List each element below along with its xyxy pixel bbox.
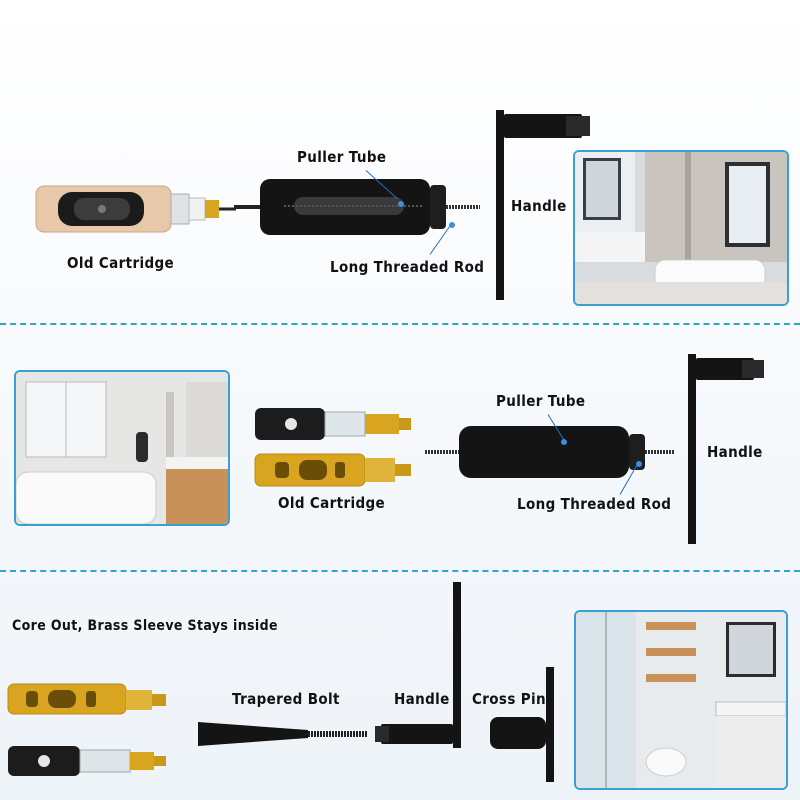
old-cartridge-tan-image [35, 185, 236, 233]
handle-label-3: Handle [394, 690, 450, 708]
bathroom-photo-1 [573, 150, 789, 306]
long-threaded-rod-label: Long Threaded Rod [330, 258, 485, 276]
core-cartridge-image [8, 746, 166, 776]
divider-1 [0, 323, 800, 325]
old-cartridge-label: Old Cartridge [67, 254, 175, 272]
old-cartridge-brass-image [254, 453, 411, 487]
tapered-bolt-label: Trapered Bolt [232, 690, 340, 708]
tapered-bolt-image [198, 722, 368, 746]
puller-tube-image [234, 179, 480, 235]
long-rod-dot [449, 222, 455, 228]
old-cartridge-black-image [255, 408, 411, 440]
old-cartridge-label-2: Old Cartridge [278, 494, 386, 512]
handle-label-2: Handle [707, 443, 763, 461]
core-out-caption: Core Out, Brass Sleeve Stays inside [12, 618, 278, 634]
cross-pin-image [490, 667, 554, 782]
puller-tube-label-2: Puller Tube [496, 392, 586, 410]
handle-image-1 [496, 110, 590, 300]
handle-label-1: Handle [511, 197, 567, 215]
puller-tube-label: Puller Tube [297, 148, 387, 166]
handle-image-3 [375, 582, 461, 748]
long-threaded-rod-label-2: Long Threaded Rod [517, 495, 672, 513]
bathroom-photo-3 [574, 610, 788, 790]
bathroom-photo-2 [14, 370, 230, 526]
puller-tube-dot-2 [561, 439, 567, 445]
handle-image-2 [688, 354, 764, 544]
long-rod-dot-2 [636, 461, 642, 467]
puller-tube-image-2 [425, 426, 675, 478]
divider-2 [0, 570, 800, 572]
brass-sleeve-image [7, 683, 166, 715]
puller-tube-dot [398, 201, 404, 207]
cross-pin-label: Cross Pin [472, 690, 546, 708]
